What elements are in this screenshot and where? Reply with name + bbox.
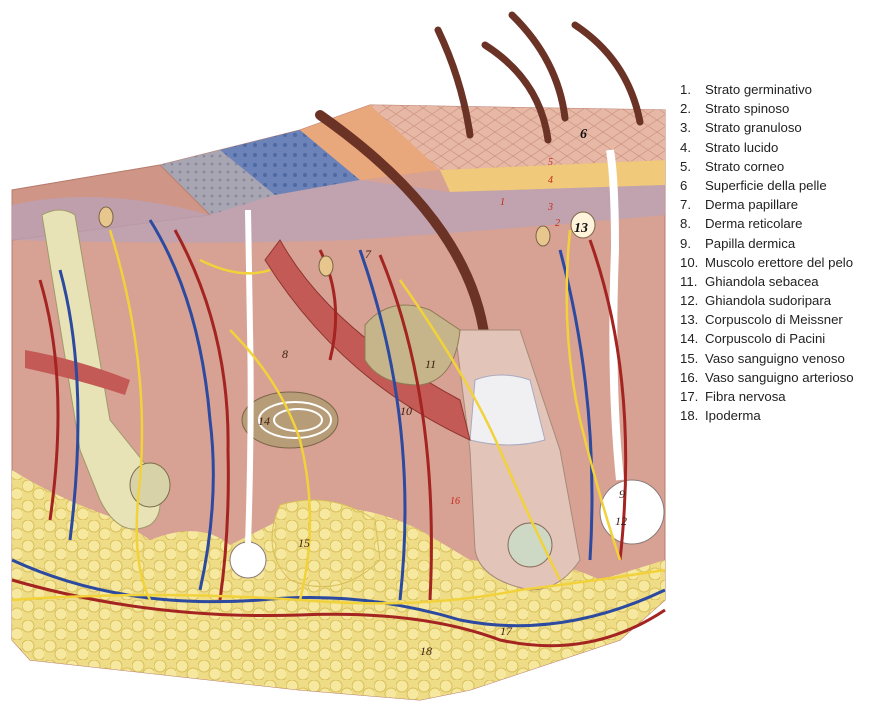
tag-7: 7	[365, 247, 372, 261]
tag-3: 3	[547, 202, 553, 213]
legend-item: 16.Vaso sanguigno arterioso	[680, 368, 880, 387]
tag-18: 18	[420, 644, 432, 658]
legend-number: 13.	[680, 310, 705, 329]
legend-number: 12.	[680, 291, 705, 310]
legend-number: 11.	[680, 272, 705, 291]
legend-item: 14.Corpuscolo di Pacini	[680, 329, 880, 348]
legend-number: 18.	[680, 406, 705, 425]
tag-8: 8	[282, 347, 288, 361]
legend-number: 1.	[680, 80, 705, 99]
legend-label: Corpuscolo di Pacini	[705, 329, 825, 348]
legend-number: 7.	[680, 195, 705, 214]
legend-number: 9.	[680, 234, 705, 253]
tag-5: 5	[548, 157, 553, 168]
legend-number: 5.	[680, 157, 705, 176]
pacinian-corpuscle	[242, 392, 338, 448]
legend-number: 3.	[680, 118, 705, 137]
tag-14: 14	[258, 414, 270, 428]
legend-label: Superficie della pelle	[705, 176, 827, 195]
legend-number: 16.	[680, 368, 705, 387]
tag-2: 2	[555, 218, 560, 229]
legend-list: 1.Strato germinativo 2.Strato spinoso 3.…	[680, 80, 880, 425]
legend-number: 15.	[680, 349, 705, 368]
legend-label: Papilla dermica	[705, 234, 795, 253]
legend-label: Muscolo erettore del pelo	[705, 253, 853, 272]
tag-4: 4	[548, 175, 553, 186]
legend-number: 10.	[680, 253, 705, 272]
legend-label: Strato germinativo	[705, 80, 812, 99]
legend-item: 18.Ipoderma	[680, 406, 880, 425]
legend-item: 13.Corpuscolo di Meissner	[680, 310, 880, 329]
legend-number: 14.	[680, 329, 705, 348]
legend-item: 5.Strato corneo	[680, 157, 880, 176]
legend-label: Ipoderma	[705, 406, 761, 425]
legend-item: 15.Vaso sanguigno venoso	[680, 349, 880, 368]
legend-label: Derma reticolare	[705, 214, 802, 233]
legend-item: 1.Strato germinativo	[680, 80, 880, 99]
tag-16: 16	[450, 496, 460, 507]
legend-number: 17.	[680, 387, 705, 406]
legend-label: Strato corneo	[705, 157, 784, 176]
legend-item: 8.Derma reticolare	[680, 214, 880, 233]
legend-number: 6	[680, 176, 705, 195]
legend-item: 4.Strato lucido	[680, 138, 880, 157]
tag-6: 6	[580, 127, 587, 142]
legend-item: 17.Fibra nervosa	[680, 387, 880, 406]
tag-12: 12	[615, 514, 627, 528]
legend-label: Ghiandola sudoripara	[705, 291, 831, 310]
legend-number: 4.	[680, 138, 705, 157]
legend-item: 10.Muscolo erettore del pelo	[680, 253, 880, 272]
legend-number: 2.	[680, 99, 705, 118]
tag-9: 9	[619, 487, 625, 501]
legend-item: 12.Ghiandola sudoripara	[680, 291, 880, 310]
legend-label: Derma papillare	[705, 195, 798, 214]
legend-label: Strato lucido	[705, 138, 778, 157]
tag-15: 15	[298, 536, 310, 550]
legend-item: 11.Ghiandola sebacea	[680, 272, 880, 291]
legend-label: Fibra nervosa	[705, 387, 786, 406]
tag-10: 10	[400, 404, 412, 418]
legend-item: 7.Derma papillare	[680, 195, 880, 214]
tag-11: 11	[425, 357, 436, 371]
tag-17: 17	[500, 624, 513, 638]
tag-13: 13	[574, 221, 588, 236]
legend-label: Strato spinoso	[705, 99, 789, 118]
legend-label: Vaso sanguigno arterioso	[705, 368, 854, 387]
tag-1: 1	[500, 197, 505, 208]
legend-item: 2.Strato spinoso	[680, 99, 880, 118]
legend-label: Corpuscolo di Meissner	[705, 310, 843, 329]
legend-label: Vaso sanguigno venoso	[705, 349, 845, 368]
legend-label: Ghiandola sebacea	[705, 272, 819, 291]
legend-label: Strato granuloso	[705, 118, 802, 137]
legend-item: 3.Strato granuloso	[680, 118, 880, 137]
legend-number: 8.	[680, 214, 705, 233]
legend-item: 9.Papilla dermica	[680, 234, 880, 253]
